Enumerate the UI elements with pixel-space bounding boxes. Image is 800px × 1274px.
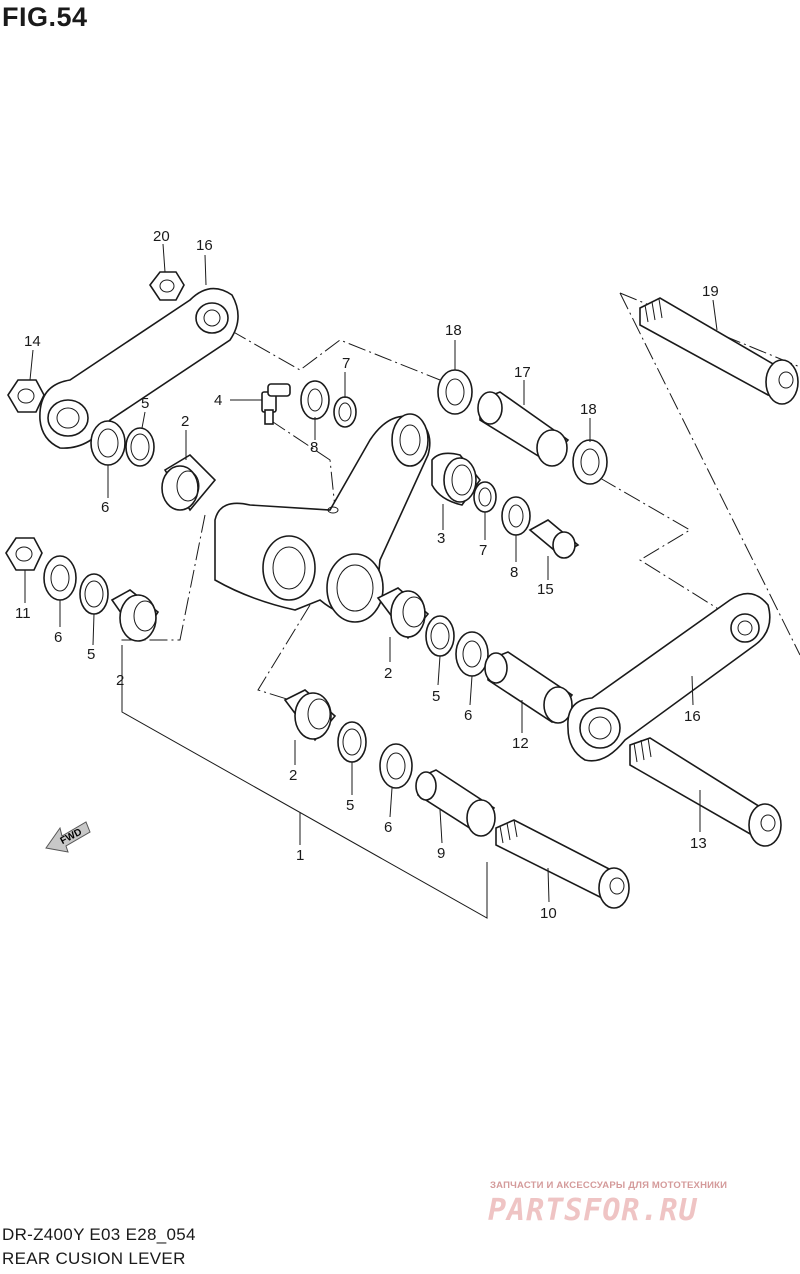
model-code: DR-Z400Y E03 E28_054	[2, 1225, 196, 1244]
spacer-9	[415, 769, 496, 837]
seal-5-lower	[337, 721, 367, 763]
callout-18-upper: 18	[445, 322, 462, 339]
grease-nipple-4	[261, 383, 291, 425]
callout-16-lower: 16	[684, 708, 701, 725]
washer-6-right	[455, 631, 489, 677]
bearing-2-right	[376, 587, 430, 640]
washer-8-upper	[300, 380, 330, 420]
callout-17: 17	[514, 364, 531, 381]
callout-18-lower: 18	[580, 401, 597, 418]
callout-5-right: 5	[432, 688, 440, 705]
washer-18-upper	[437, 369, 473, 415]
callout-3: 3	[437, 530, 445, 547]
callout-6-lower: 6	[384, 819, 392, 836]
washer-8-lower	[501, 496, 531, 536]
callout-19: 19	[702, 283, 719, 300]
callout-9: 9	[437, 845, 445, 862]
callout-14: 14	[24, 333, 41, 350]
callout-2-lower: 2	[289, 767, 297, 784]
callout-10: 10	[540, 905, 557, 922]
callout-15: 15	[537, 581, 554, 598]
upper-link-rod	[39, 287, 239, 449]
callout-8-lower: 8	[510, 564, 518, 581]
watermark-caption: ЗАПЧАСТИ И АКСЕССУАРЫ ДЛЯ МОТОТЕХНИКИ	[490, 1180, 728, 1191]
callout-2-left: 2	[116, 672, 124, 689]
washer-18-lower	[572, 439, 608, 485]
callout-12: 12	[512, 735, 529, 752]
bearing-3	[431, 452, 482, 506]
figure-title: FIG.54	[2, 2, 88, 32]
washer-6-lower	[379, 743, 413, 789]
watermark-logo: PARTSFOR.RU	[488, 1193, 698, 1228]
section-title: REAR CUSION LEVER	[2, 1249, 186, 1268]
bearing-2-left	[110, 589, 160, 642]
callout-6-upper: 6	[101, 499, 109, 516]
callout-5-lower: 5	[346, 797, 354, 814]
callout-8-upper: 8	[310, 439, 318, 456]
seal-7-lower	[473, 481, 497, 513]
spacer-15	[528, 519, 580, 559]
callout-6-left: 6	[54, 629, 62, 646]
seal-7-upper	[333, 396, 357, 428]
callout-4: 4	[214, 392, 222, 409]
lower-link-rod	[567, 592, 771, 762]
bolt-13	[629, 737, 782, 847]
seal-5-left	[79, 573, 109, 615]
nut-20	[149, 271, 185, 301]
callout-5-left: 5	[87, 646, 95, 663]
callout-5-upper: 5	[141, 395, 149, 412]
callout-7-upper: 7	[342, 355, 350, 372]
callout-1: 1	[296, 847, 304, 864]
nut-14	[7, 379, 45, 413]
spacer-17	[477, 391, 570, 467]
bolt-19	[639, 297, 799, 405]
seal-5-upper	[125, 427, 155, 467]
spacer-12	[484, 651, 574, 724]
nut-11	[5, 537, 43, 571]
bearing-2-lower	[283, 689, 337, 742]
callout-2-upper: 2	[181, 413, 189, 430]
callout-11: 11	[15, 605, 31, 622]
callout-13: 13	[690, 835, 707, 852]
cushion-lever-body	[214, 413, 431, 623]
callout-6-right: 6	[464, 707, 472, 724]
callout-2-right: 2	[384, 665, 392, 682]
callout-16-upper: 16	[196, 237, 213, 254]
fwd-arrow: FWD	[45, 821, 91, 853]
bolt-10	[495, 819, 630, 909]
callouts: 20 16 14 18 7 4 5 2 8 17 18 19 6 3 7 8 1…	[15, 228, 719, 922]
washer-6-left	[43, 555, 77, 601]
assembly-lines	[120, 292, 800, 919]
bearing-2-upper	[161, 453, 217, 512]
callout-20: 20	[153, 228, 170, 245]
washer-6-upper	[90, 420, 126, 466]
leader-lines	[24, 243, 718, 903]
seal-5-right	[425, 615, 455, 657]
callout-7-lower: 7	[479, 542, 487, 559]
fwd-label: FWD	[59, 827, 84, 847]
